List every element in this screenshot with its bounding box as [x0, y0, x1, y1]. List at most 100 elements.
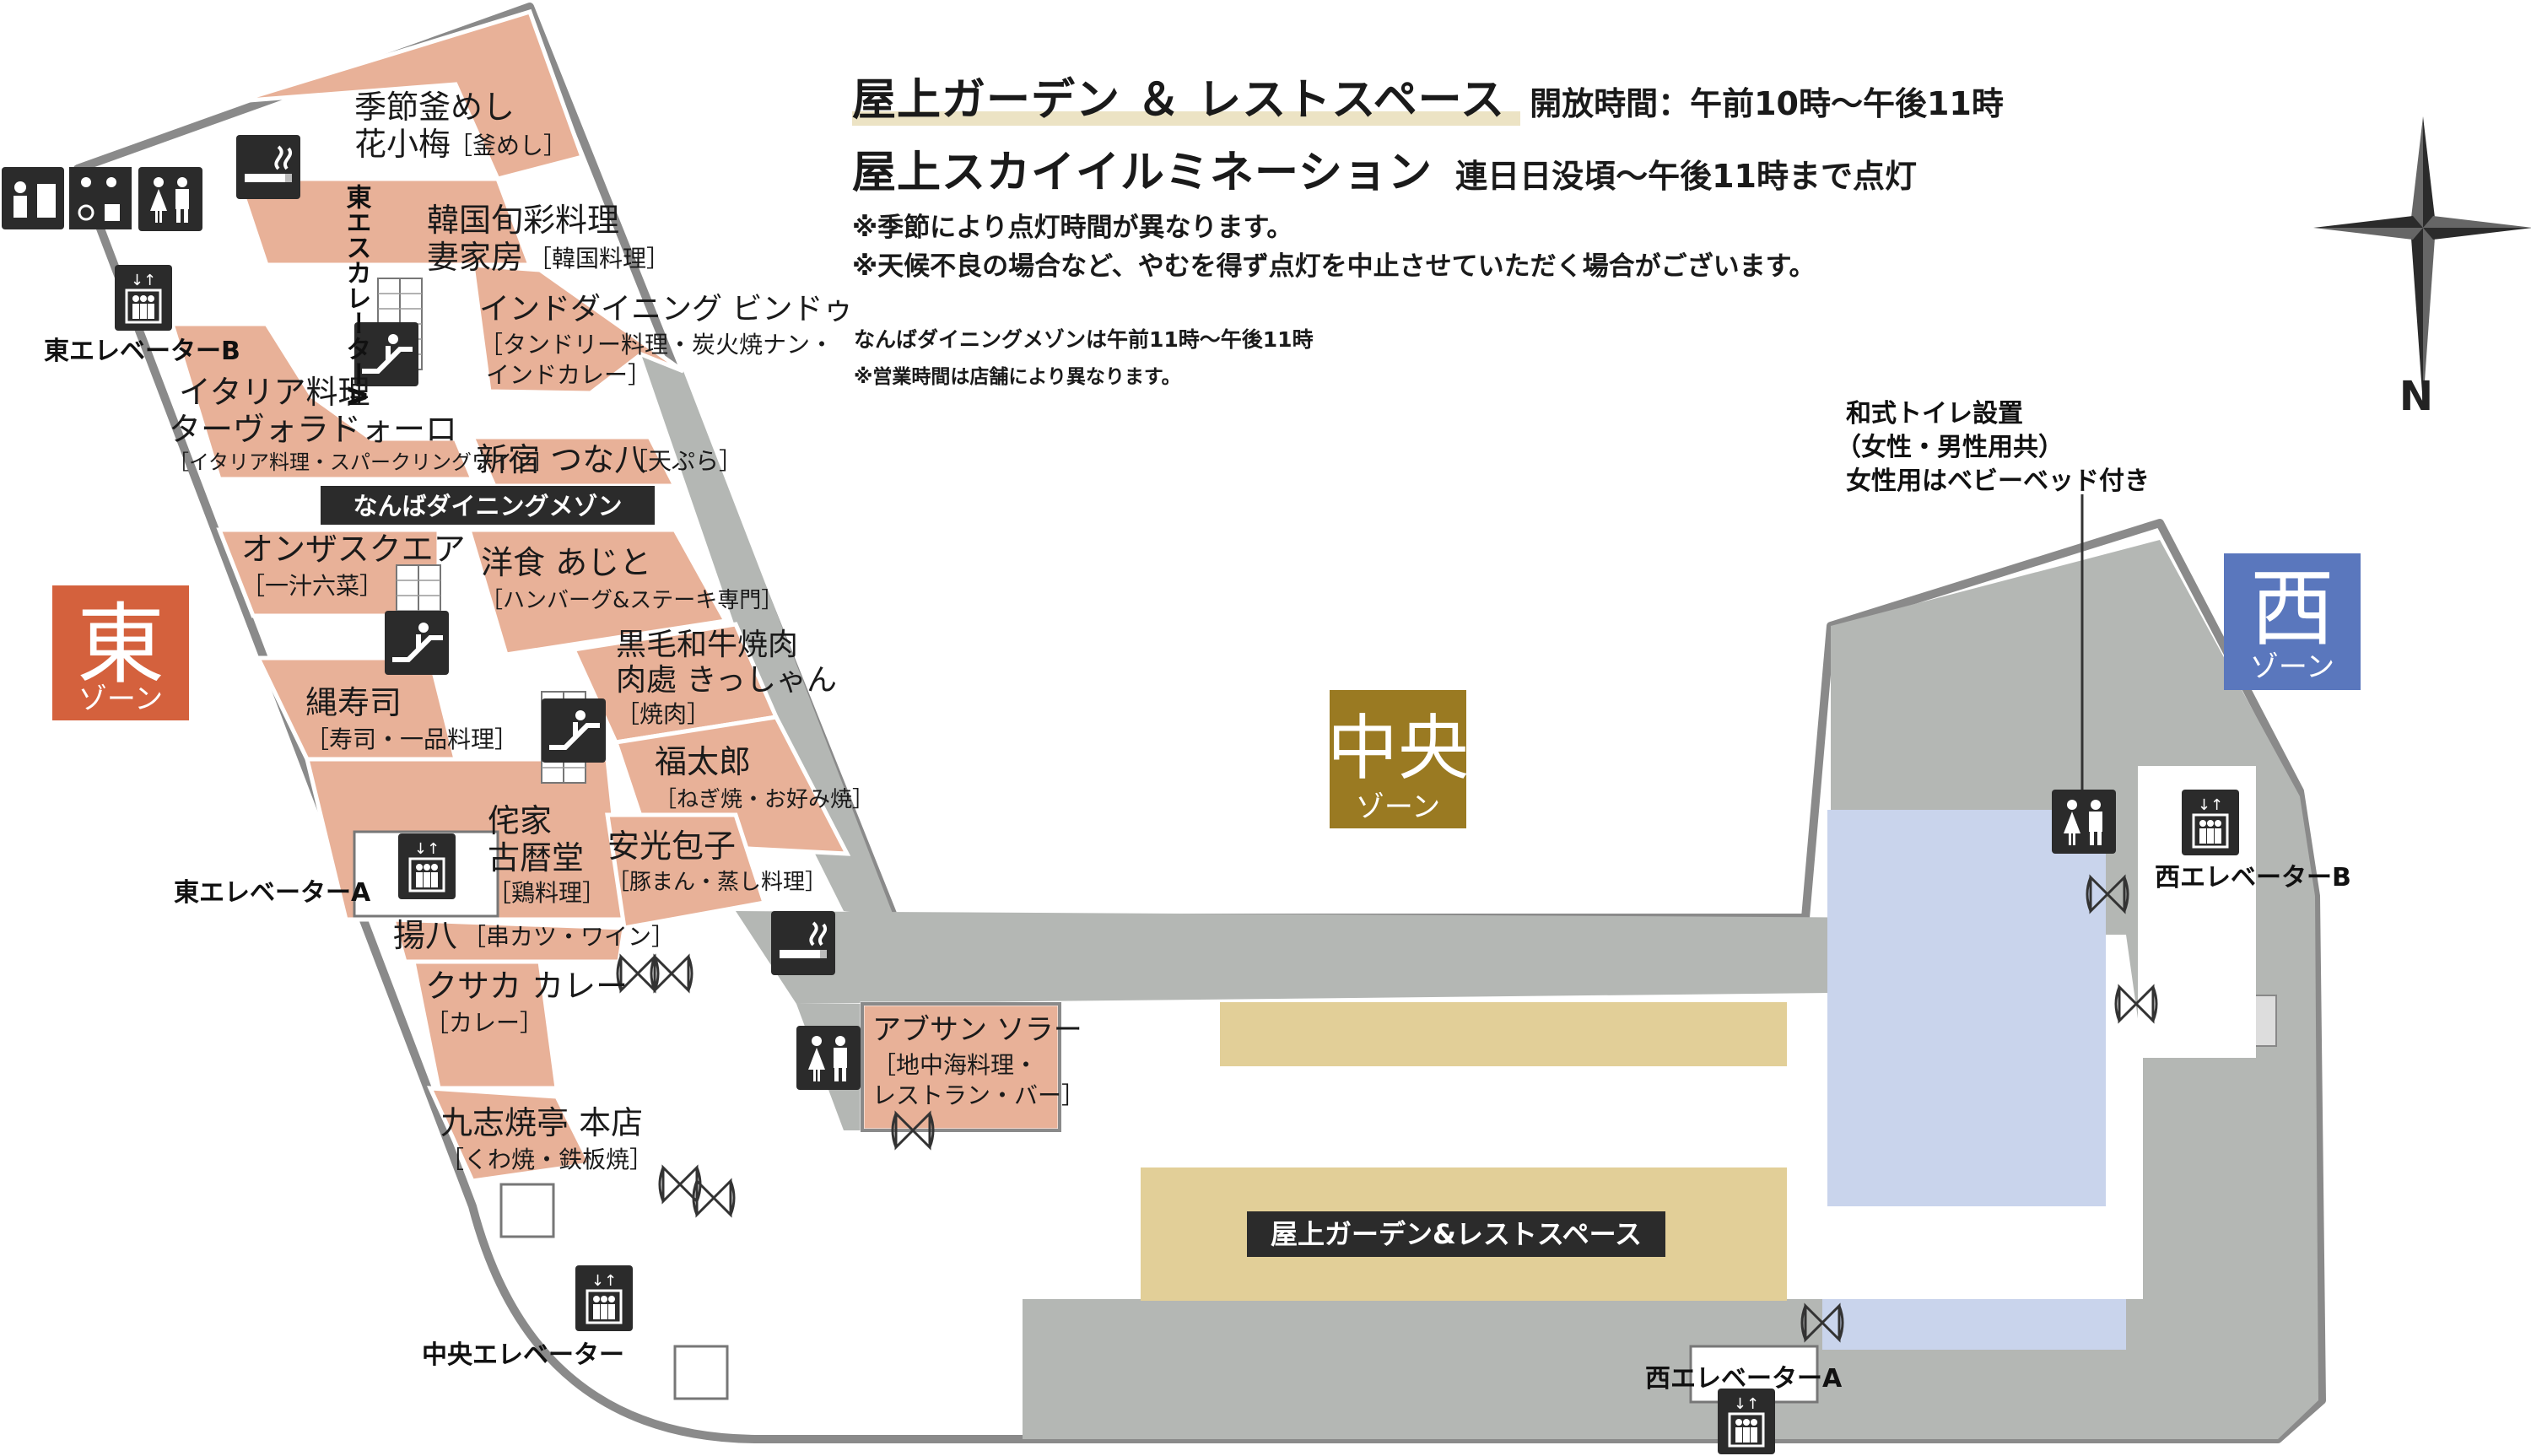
central-smoking-icon — [769, 909, 837, 977]
garden-hours: 開放時間：午前10時〜午後11時 — [1530, 85, 2004, 122]
shop-korean-name2[interactable]: 妻家房 — [427, 239, 523, 276]
shop-ajito-block — [466, 527, 729, 657]
shop-kamameshi-block — [237, 8, 586, 181]
west-zone-badge: 西 ゾーン — [2224, 553, 2361, 690]
header-line1: 屋上ガーデン ＆ レストスペース 開放時間：午前10時〜午後11時 — [852, 64, 2004, 127]
compass-rose — [2313, 116, 2531, 405]
shop-kamameshi-name1[interactable]: 季節釜めし — [354, 89, 515, 126]
top-left-restroom-cluster — [2, 167, 132, 229]
east-walkway — [641, 354, 894, 918]
weather-note: ※天候不良の場合など、やむを得ず点灯を中止させていただく場合がございます。 — [852, 251, 1816, 282]
shop-italian-name1[interactable]: イタリア料理 — [179, 374, 370, 411]
shop-onthesquare-cat: ［一汁六菜］ — [241, 572, 383, 600]
toilet-note-line1: 和式トイレ設置 — [1846, 399, 2023, 429]
west-restroom-icon — [2052, 790, 2116, 854]
shop-kushiyaki-name[interactable]: 九志焼亭 本店 — [440, 1104, 643, 1141]
shop-kushiyaki-block — [426, 1086, 594, 1184]
shop-italian-cat: ［イタリア料理・スパークリングワイン］ — [169, 450, 553, 474]
central-shaft-2 — [673, 1345, 729, 1400]
east-smoking-icon — [235, 133, 302, 201]
shop-koreki-name2[interactable]: 古暦堂 — [488, 839, 584, 876]
shop-okonomiyaki-cat: ［ねぎ焼・お好み焼］ — [655, 787, 874, 812]
shop-indian-name[interactable]: インドダイニング ビンドゥ — [479, 292, 853, 326]
west-elevator-a-label: 西エレベーターA — [1645, 1364, 1843, 1394]
shop-ajito-name[interactable]: 洋食 あじと — [481, 544, 651, 581]
building-outline — [73, 3, 2326, 1443]
shop-sushi-cat: ［寿司・一品料理］ — [305, 725, 518, 753]
east-escalator-a-text: 東エスカレーターA — [342, 184, 372, 407]
east-zone-badge: 東 ゾーン — [52, 585, 189, 720]
shop-tempura-block — [469, 434, 679, 488]
compass-north-label: N — [2399, 373, 2433, 420]
dining-hours-note: ※営業時間は店舗により異なります。 — [854, 366, 1181, 388]
garden-title: 屋上ガーデン ＆ レストスペース — [852, 75, 1520, 126]
shop-tempura-name[interactable]: 新宿 つな八 — [476, 441, 646, 478]
shop-korean-block — [235, 176, 533, 267]
shop-curry-cat: ［カレー］ — [425, 1009, 543, 1037]
east-restroom-icon — [138, 167, 202, 231]
dining-hours: なんばダイニングメゾンは午前11時〜午後11時 — [854, 327, 1314, 352]
shop-italian-name2[interactable]: ターヴォラドォーロ — [169, 411, 457, 448]
illumination-title: 屋上スカイイルミネーション — [852, 148, 1433, 198]
west-elevator-b-icon[interactable] — [2180, 788, 2241, 857]
central-restroom-icon — [796, 1026, 861, 1090]
shop-korean-cat: ［韓国料理］ — [528, 245, 670, 272]
shop-onthesquare-name[interactable]: オンザスクエア — [241, 531, 466, 568]
deck-west-bottom — [1822, 1299, 2126, 1350]
shop-absinthe-cat2: レストラン・バー］ — [872, 1081, 1085, 1109]
west-zone-sub: ゾーン — [2250, 650, 2334, 684]
shop-houshi-cat: ［豚まん・蒸し料理］ — [607, 870, 827, 895]
shop-tempura-cat: ［天ぷら］ — [624, 447, 742, 475]
central-zone-sub: ゾーン — [1356, 790, 1440, 824]
shop-koreki-name1[interactable]: 侘家 — [488, 802, 552, 839]
east-escalator-a-label: 東エスカレーターA — [342, 184, 372, 407]
shop-labels: 季節釜めし 花小梅 ［釜めし］ 韓国旬彩料理 妻家房 ［韓国料理］ インドダイニ… — [169, 89, 1085, 1173]
east-elevator-a-icon[interactable] — [397, 832, 457, 901]
shop-absinthe-cat1: ［地中海料理・ — [872, 1051, 1038, 1079]
east-elevator-a-label: 東エレベーターA — [174, 878, 371, 908]
shop-houshi-block — [605, 812, 768, 930]
west-zone-kanji: 西 — [2250, 559, 2334, 658]
shop-agehachi-cat: ［串カツ・ワイン］ — [462, 923, 675, 951]
shop-yakiniku-cat: ［焼肉］ — [616, 700, 710, 728]
illumination-hours: 連日日没頃〜午後11時まで点灯 — [1455, 158, 1917, 195]
shop-indian-cat1: ［タンドリー料理・炭火焼ナン・ — [479, 331, 834, 359]
shop-curry-name[interactable]: クサカ カレー — [425, 968, 628, 1005]
central-elevator-icon[interactable] — [574, 1264, 634, 1333]
central-elevator-label: 中央エレベーター — [422, 1340, 624, 1370]
season-note: ※季節により点灯時間が異なります。 — [852, 213, 1293, 243]
garden-banner-bg — [1247, 1211, 1665, 1257]
shop-agehachi-name[interactable]: 揚八 — [393, 917, 457, 954]
shop-indian-cat2: インドカレー］ — [486, 361, 651, 389]
absinthe-outline — [861, 1002, 1061, 1132]
shop-korean-name1[interactable]: 韓国旬彩料理 — [427, 202, 619, 239]
shop-houshi-name[interactable]: 安光包子 — [607, 828, 736, 865]
shop-yakiniku-name2[interactable]: 肉處 きっしゃん — [616, 663, 837, 698]
garden-bed-upper — [1220, 1002, 1787, 1066]
east-zone-sub: ゾーン — [78, 682, 163, 716]
east-escalator-b-icon[interactable] — [385, 611, 449, 675]
shop-indian-block — [470, 262, 685, 396]
east-zone-kanji: 東 — [77, 593, 165, 696]
shop-koreki-cat: ［鶏料理］ — [488, 879, 606, 907]
east-escalator-c-icon[interactable] — [542, 698, 606, 763]
central-shaft-1 — [499, 1183, 555, 1238]
shop-absinthe-name[interactable]: アブサン ソラー — [872, 1013, 1082, 1047]
shop-yakiniku-name1[interactable]: 黒毛和牛焼肉 — [616, 628, 798, 662]
shop-okonomiyaki-name[interactable]: 福太郎 — [655, 743, 751, 780]
main-walkway — [736, 911, 1912, 1004]
west-elevator-a-icon[interactable] — [1716, 1387, 1777, 1456]
header-line2: 屋上スカイイルミネーション 連日日没頃〜午後11時まで点灯 — [852, 137, 1917, 200]
shop-kamameshi-cat: ［釜めし］ — [449, 132, 567, 159]
shop-kamameshi-name2[interactable]: 花小梅 — [354, 126, 451, 163]
toilet-note-line3: 女性用はベビーベッド付き — [1846, 466, 2150, 496]
dining-banner-bg — [321, 486, 655, 525]
shop-ajito-cat: ［ハンバーグ&ステーキ専門］ — [481, 588, 783, 613]
west-elevator-b-label: 西エレベーターB — [2155, 863, 2351, 892]
east-elevator-b-icon[interactable] — [113, 263, 174, 332]
shop-sushi-name[interactable]: 縄寿司 — [305, 684, 402, 721]
dining-banner: なんばダイニングメゾン — [353, 492, 622, 520]
deck-west-main — [1827, 810, 2106, 1206]
